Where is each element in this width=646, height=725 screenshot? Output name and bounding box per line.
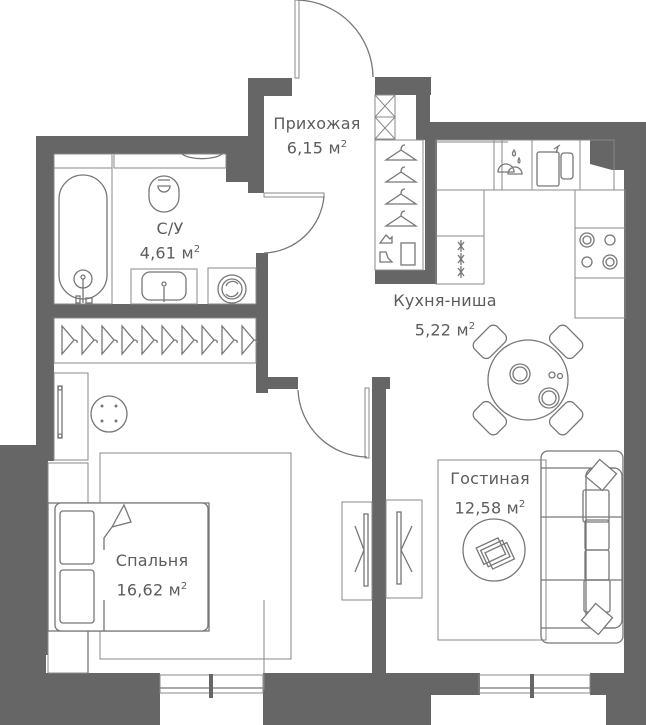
dishwasher-icon <box>493 139 533 191</box>
dining-table-icon <box>472 324 584 436</box>
room-name: Гостиная <box>450 469 530 488</box>
tv-stand <box>341 499 423 601</box>
room-label-kitchen: Кухня-ниша 5,22 м2 <box>380 290 510 340</box>
room-area: 16,62 м2 <box>116 580 188 600</box>
room-area: 12,58 м2 <box>454 498 526 518</box>
stove-icon <box>574 227 626 279</box>
washbasin-icon <box>130 268 198 305</box>
kitchen-sink-icon <box>531 139 581 191</box>
wardrobe-hangers-icon <box>378 144 419 266</box>
room-area: 4,61 м2 <box>139 243 201 263</box>
freezer-icon <box>435 235 485 285</box>
room-name: С/У <box>156 219 184 238</box>
window-icon <box>159 674 591 698</box>
room-label-hallway: Прихожая 6,15 м2 <box>262 113 372 158</box>
room-area: 6,15 м2 <box>286 138 348 158</box>
room-name: Спальня <box>115 551 189 570</box>
stool <box>90 395 128 433</box>
room-name: Кухня-ниша <box>393 291 497 310</box>
room-name: Прихожая <box>273 114 361 133</box>
sofa-icon <box>540 450 624 644</box>
hallway-wardrobe <box>374 94 424 271</box>
wardrobe-hangers-icon <box>53 317 258 364</box>
bathroom-fixtures <box>53 153 257 305</box>
toilet-icon <box>148 175 180 213</box>
dresser <box>53 372 89 461</box>
room-label-bathroom: С/У 4,61 м2 <box>120 218 220 263</box>
kitchen-fixtures <box>435 139 626 319</box>
room-area: 5,22 м2 <box>414 320 476 340</box>
door-icon <box>263 0 374 459</box>
washing-machine-icon <box>207 267 257 305</box>
room-label-bedroom: Спальня 16,62 м2 <box>102 550 202 601</box>
room-label-living: Гостиная 12,58 м2 <box>440 468 540 518</box>
coffee-table-icon <box>462 518 526 582</box>
walls <box>0 77 646 725</box>
rug <box>437 459 547 641</box>
bathtub-icon <box>58 174 108 304</box>
